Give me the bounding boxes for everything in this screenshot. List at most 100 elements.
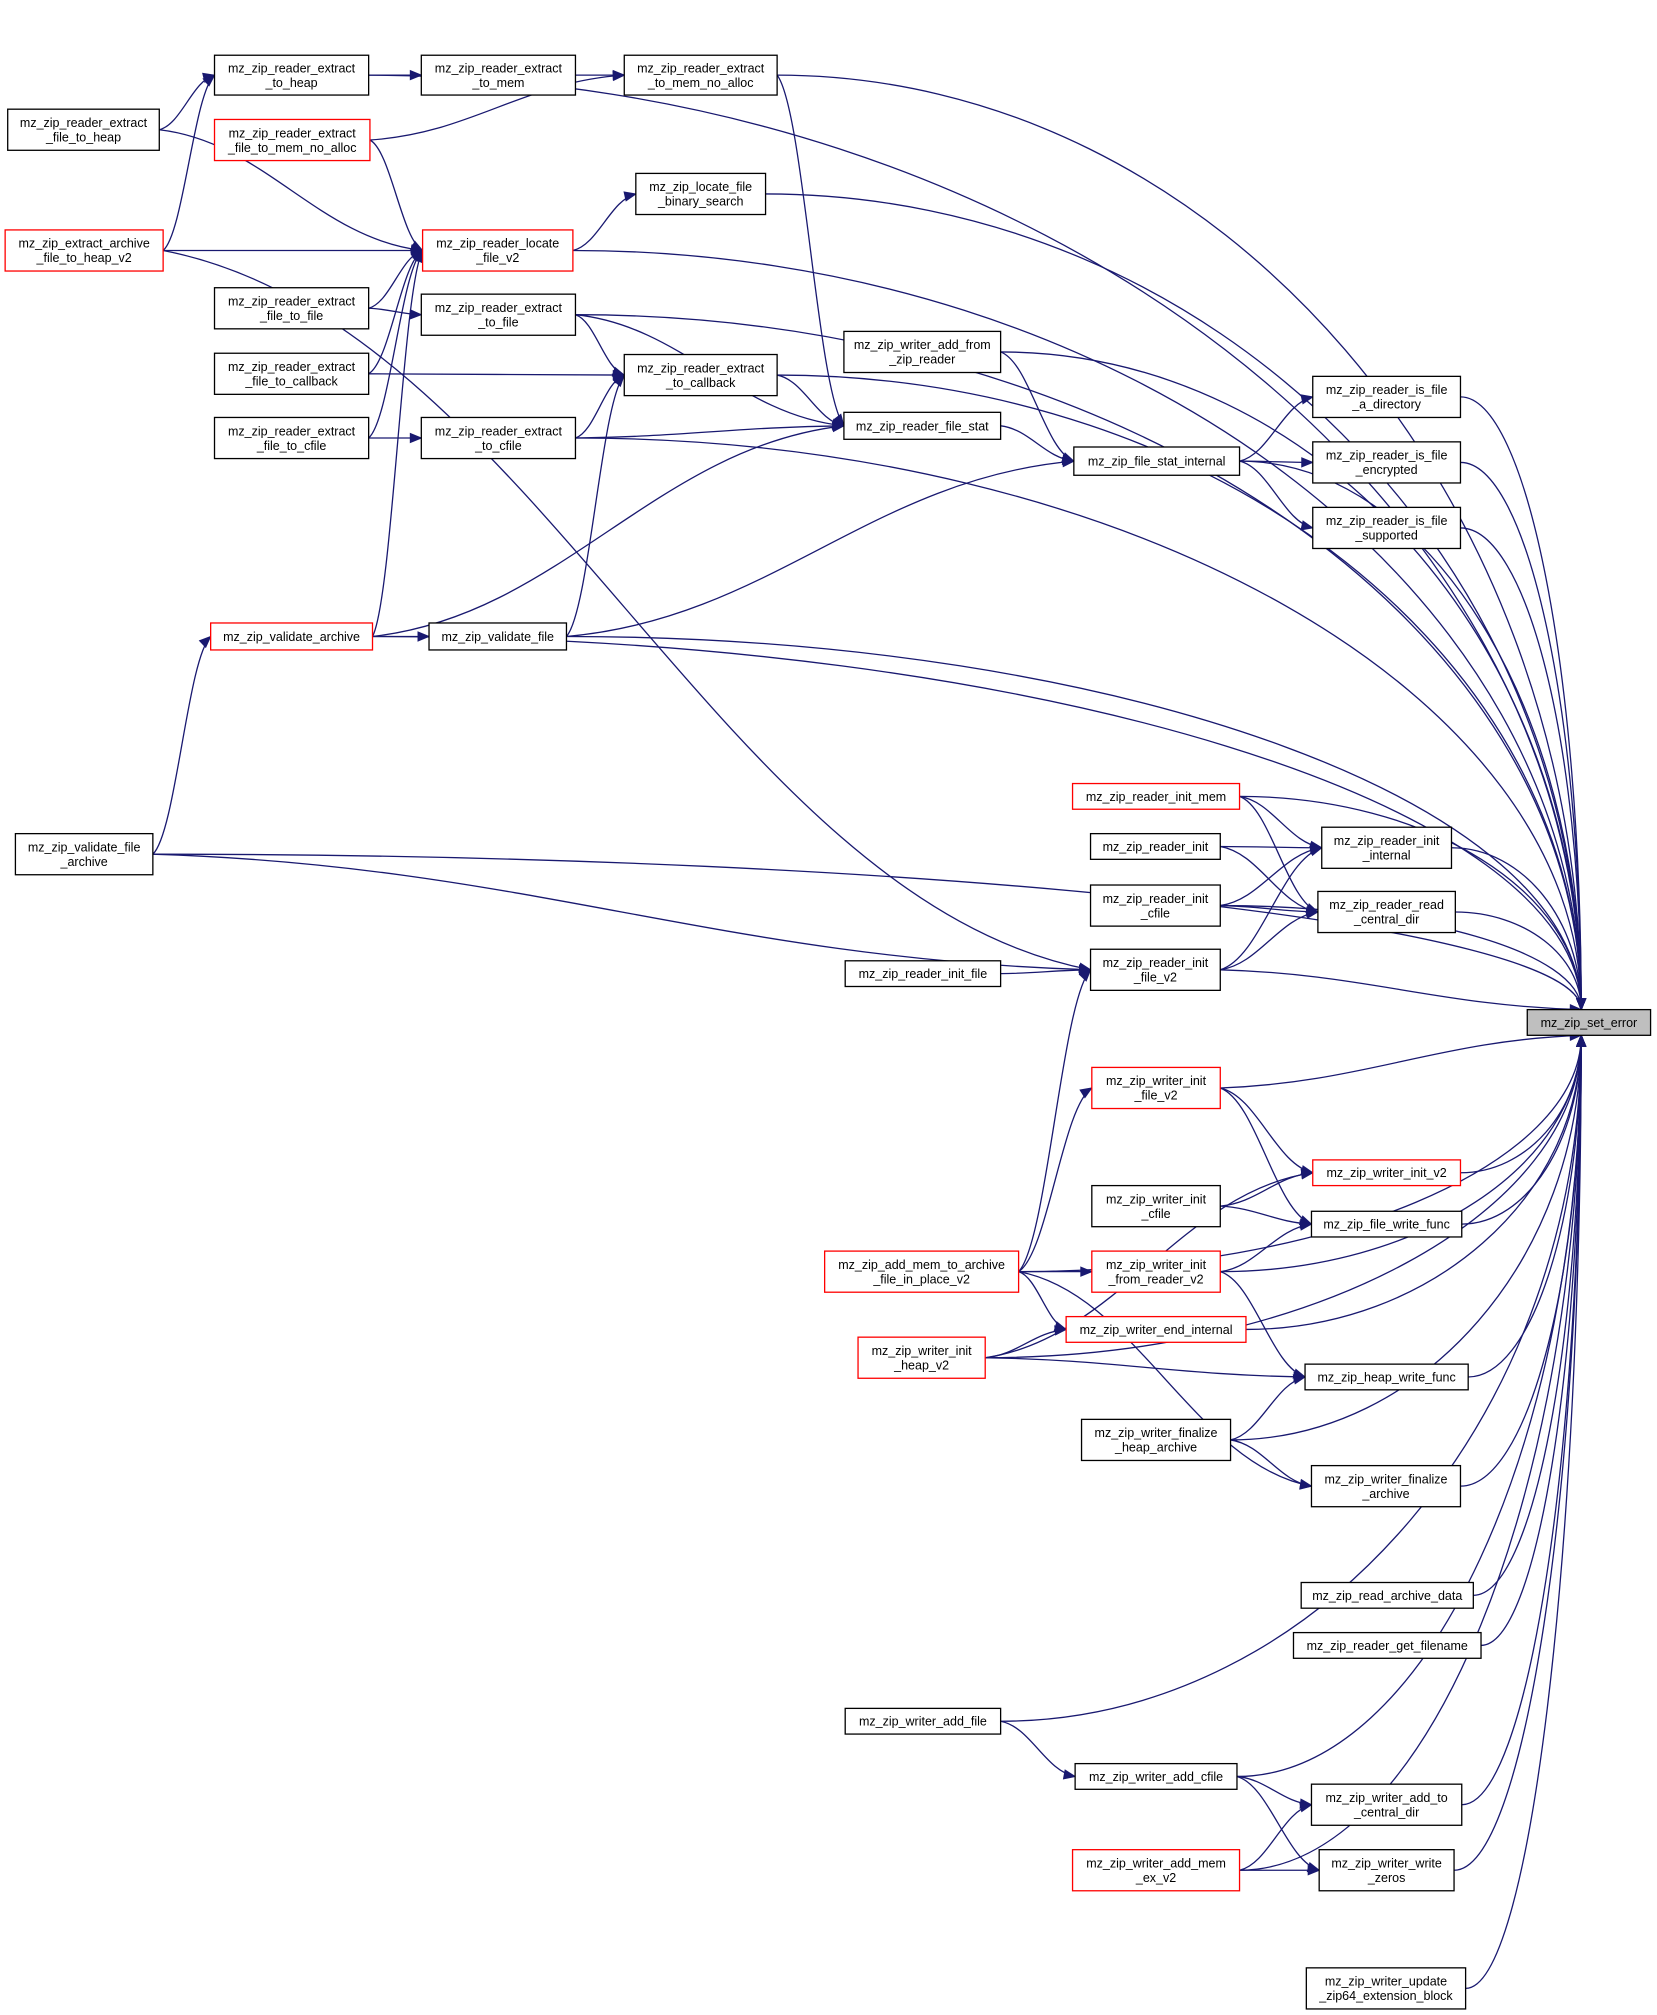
node-update_zip64[interactable]: mz_zip_writer_update_zip64_extension_blo…: [1305, 1967, 1467, 2010]
node-locate_file_v2[interactable]: mz_zip_reader_locate_file_v2: [421, 229, 574, 272]
node-writer_add_mem_ex[interactable]: mz_zip_writer_add_mem_ex_v2: [1071, 1849, 1241, 1892]
node-writer_init_cfile[interactable]: mz_zip_writer_init_cfile: [1091, 1184, 1221, 1228]
node-extract_to_file[interactable]: mz_zip_reader_extract_to_file: [420, 293, 577, 336]
node-label: mz_zip_reader_read: [1329, 898, 1444, 912]
edge-line: [371, 250, 424, 637]
arrowhead: [409, 69, 423, 81]
node-writer_init_v2[interactable]: mz_zip_writer_init_v2: [1312, 1159, 1462, 1187]
node-extract_to_cfile[interactable]: mz_zip_reader_extract_to_cfile: [420, 416, 577, 460]
node-finalize_archive[interactable]: mz_zip_writer_finalize_archive: [1310, 1464, 1462, 1508]
edge-line: [777, 374, 1582, 1010]
edge-line: [1018, 969, 1092, 1273]
node-label: _a_directory: [1351, 398, 1422, 412]
node-box: [1292, 1631, 1482, 1659]
edge-line: [369, 139, 423, 252]
node-writer_end_internal[interactable]: mz_zip_writer_end_internal: [1065, 1315, 1247, 1343]
node-is_dir[interactable]: mz_zip_reader_is_file_a_directory: [1312, 375, 1462, 419]
node-validate_file[interactable]: mz_zip_validate_file: [428, 622, 568, 651]
node-heap_write_func[interactable]: mz_zip_heap_write_func: [1304, 1363, 1469, 1391]
edge-line: [372, 425, 844, 638]
arrowhead: [623, 191, 638, 202]
node-reader_init_file[interactable]: mz_zip_reader_init_file: [844, 960, 1002, 988]
node-read_central_dir[interactable]: mz_zip_reader_read_central_dir: [1317, 890, 1456, 934]
node-writer_add_cfile[interactable]: mz_zip_writer_add_cfile: [1074, 1762, 1238, 1790]
edge-line: [1481, 1035, 1582, 1647]
node-extract_archive[interactable]: mz_zip_extract_archive_file_to_heap_v2: [4, 229, 164, 272]
node-extract_file_to_callback[interactable]: mz_zip_reader_extract_file_to_callback: [213, 352, 370, 395]
edge-writer_add_cfile-to-set_error: [1236, 1033, 1587, 1778]
node-label: _to_mem_no_alloc: [647, 76, 754, 90]
node-extract_to_heap[interactable]: mz_zip_reader_extract_to_heap: [213, 54, 370, 96]
edge-line: [1000, 1720, 1076, 1778]
node-box: [1073, 446, 1241, 476]
node-reader_init[interactable]: mz_zip_reader_init: [1089, 832, 1221, 860]
arrowhead: [198, 635, 212, 649]
edge-validate_archive-to-locate_file_v2: [371, 249, 424, 637]
edge-line: [985, 1035, 1582, 1359]
edge-line: [372, 635, 1582, 1010]
node-writer_init_from_reader[interactable]: mz_zip_writer_init_from_reader_v2: [1091, 1250, 1221, 1293]
arrowhead: [1300, 394, 1315, 405]
node-validate_file_archive[interactable]: mz_zip_validate_file_archive: [14, 832, 154, 876]
node-writer_add_file[interactable]: mz_zip_writer_add_file: [844, 1707, 1002, 1735]
edge-line: [765, 193, 1582, 1010]
arrowhead: [1575, 1033, 1587, 1047]
node-box: [428, 622, 568, 651]
node-box: [1310, 1783, 1463, 1826]
node-writer_init_heap_v2[interactable]: mz_zip_writer_init_heap_v2: [857, 1336, 986, 1379]
node-add_to_central[interactable]: mz_zip_writer_add_to_central_dir: [1310, 1783, 1463, 1826]
node-label: _zip_reader: [888, 353, 955, 367]
node-is_enc[interactable]: mz_zip_reader_is_file_encrypted: [1312, 441, 1462, 484]
node-label: mz_zip_locate_file: [649, 180, 752, 194]
edge-extract_to_cfile-to-file_stat: [575, 420, 846, 439]
edge-extract_file_to_mem_no_alloc-to-locate_file_v2: [369, 139, 424, 252]
node-reader_init_cfile[interactable]: mz_zip_reader_init_cfile: [1089, 884, 1221, 927]
edge-reader_init-to-read_central_dir: [1220, 845, 1320, 916]
node-label: mz_zip_file_stat_internal: [1088, 455, 1226, 469]
node-label: mz_zip_writer_init: [872, 1344, 973, 1358]
edge-writer_init_cfile-to-file_write_func: [1220, 1205, 1313, 1229]
node-reader_init_internal[interactable]: mz_zip_reader_init_internal: [1321, 826, 1453, 869]
edge-line: [159, 74, 215, 131]
node-set_error[interactable]: mz_zip_set_error: [1526, 1008, 1652, 1036]
node-extract_file_to_file[interactable]: mz_zip_reader_extract_file_to_file: [213, 287, 370, 330]
node-file_write_func[interactable]: mz_zip_file_write_func: [1310, 1210, 1463, 1238]
arrowhead: [831, 421, 846, 433]
node-writer_add_from_zip[interactable]: mz_zip_writer_add_from_zip_reader: [843, 330, 1002, 374]
edge-line: [1000, 1035, 1582, 1722]
node-locate_binary[interactable]: mz_zip_locate_file_binary_search: [635, 172, 767, 216]
node-file_stat_internal[interactable]: mz_zip_file_stat_internal: [1073, 446, 1241, 476]
node-extract_to_mem[interactable]: mz_zip_reader_extract_to_mem: [420, 54, 577, 96]
node-init_mem[interactable]: mz_zip_reader_init_mem: [1071, 782, 1241, 810]
node-box: [1074, 1762, 1238, 1790]
edge-line: [1461, 1035, 1582, 1806]
node-is_sup[interactable]: mz_zip_reader_is_file_supported: [1312, 506, 1462, 550]
node-box: [420, 293, 577, 336]
node-label: mz_zip_reader_extract: [435, 301, 563, 315]
node-validate_archive[interactable]: mz_zip_validate_archive: [210, 622, 374, 651]
arrowhead: [1080, 1266, 1094, 1277]
edge-file_stat_internal-to-is_sup: [1239, 460, 1315, 531]
arrowhead: [1575, 998, 1587, 1011]
node-label: mz_zip_reader_init: [1334, 834, 1440, 848]
node-get_filename[interactable]: mz_zip_reader_get_filename: [1292, 1631, 1482, 1659]
node-finalize_heap[interactable]: mz_zip_writer_finalize_heap_archive: [1080, 1418, 1232, 1462]
node-reader_init_file_v2[interactable]: mz_zip_reader_init_file_v2: [1089, 948, 1221, 991]
node-extract_to_mem_no_alloc[interactable]: mz_zip_reader_extract_to_mem_no_alloc: [623, 54, 778, 96]
node-extract_to_callback[interactable]: mz_zip_reader_extract_to_callback: [623, 353, 778, 397]
node-label: _to_mem: [471, 76, 524, 90]
node-writer_init_file_v2[interactable]: mz_zip_writer_init_file_v2: [1091, 1066, 1221, 1110]
node-file_stat[interactable]: mz_zip_reader_file_stat: [843, 411, 1002, 440]
node-extract_file_to_cfile[interactable]: mz_zip_reader_extract_file_to_cfile: [213, 416, 370, 460]
node-box: [1526, 1008, 1652, 1036]
node-extract_file_to_mem_no_alloc[interactable]: mz_zip_reader_extract_file_to_mem_no_all…: [213, 118, 371, 162]
edge-writer_add_mem_ex-to-write_zeros: [1239, 1864, 1321, 1876]
node-extract_file_to_heap[interactable]: mz_zip_reader_extract_file_to_heap: [7, 108, 160, 151]
edge-line: [368, 74, 1582, 1010]
node-label: _heap_v2: [893, 1358, 949, 1372]
node-read_archive_data[interactable]: mz_zip_read_archive_data: [1300, 1581, 1474, 1609]
node-label: _file_to_cfile: [256, 439, 327, 453]
node-write_zeros[interactable]: mz_zip_writer_write_zeros: [1318, 1849, 1455, 1892]
node-add_mem_in_place[interactable]: mz_zip_add_mem_to_archive_file_in_place_…: [823, 1250, 1020, 1293]
